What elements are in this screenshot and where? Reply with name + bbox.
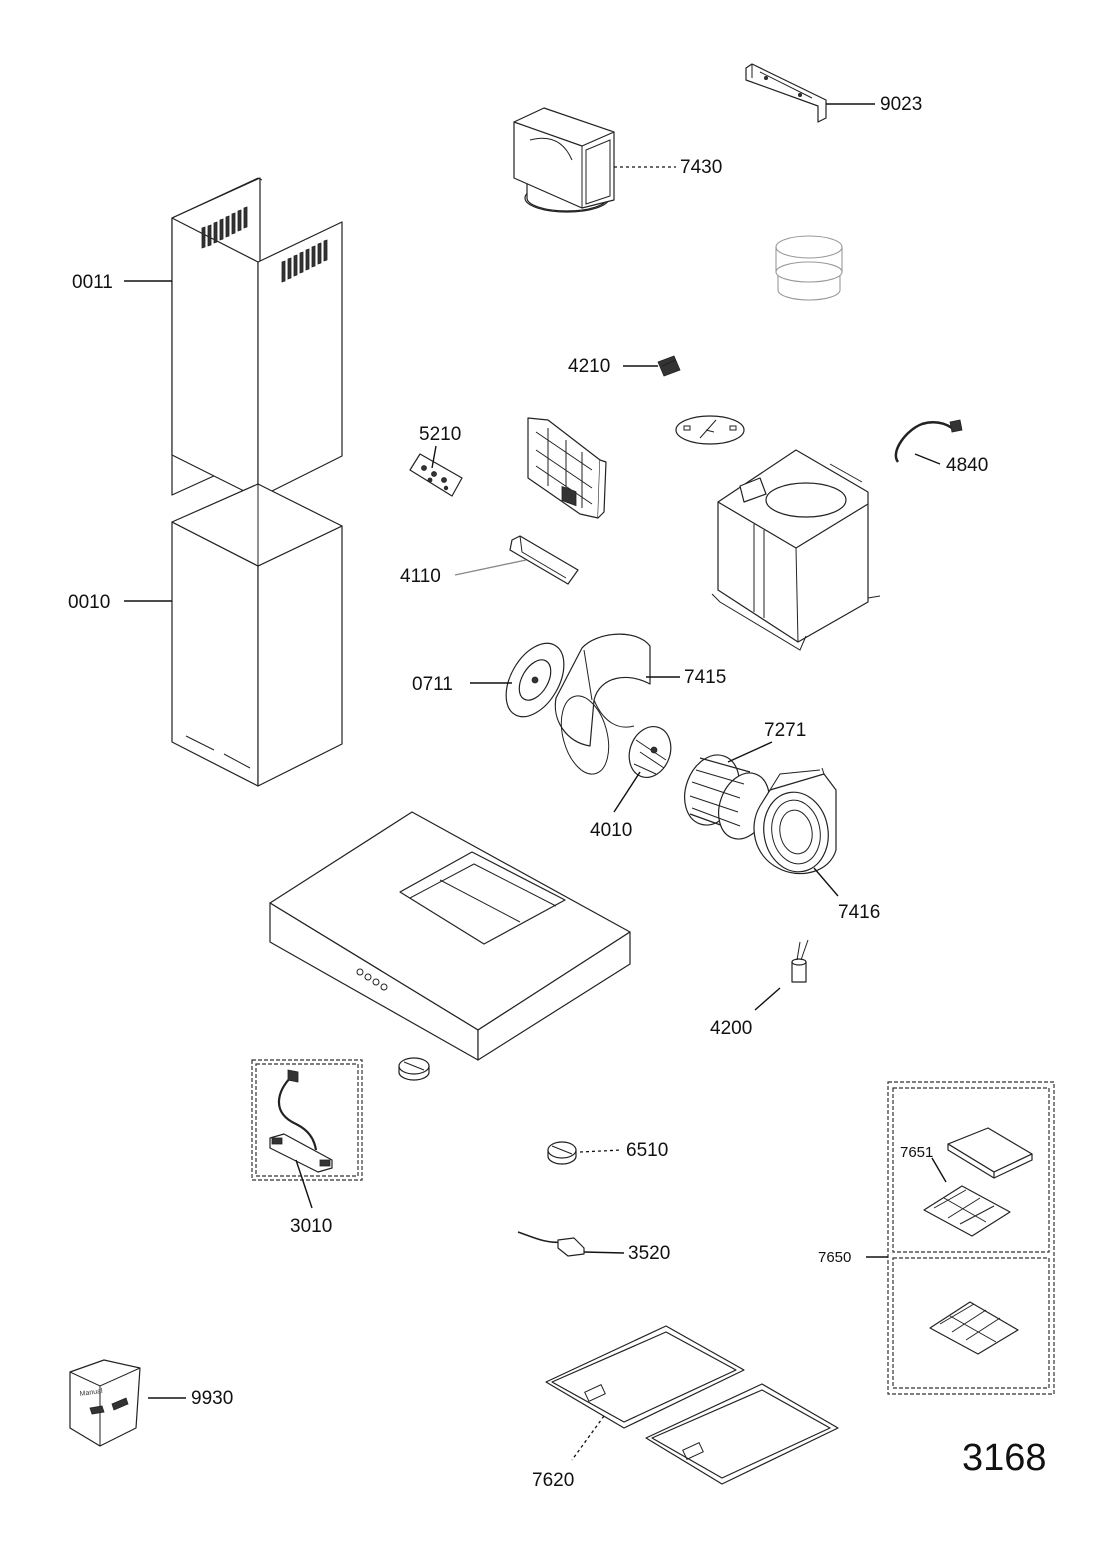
part-7271-impeller[interactable]	[675, 747, 778, 846]
part-7415-scroll-housing[interactable]	[553, 633, 651, 779]
label-7416: 7416	[838, 902, 880, 923]
leader-7416	[813, 867, 839, 897]
label-7651: 7651	[900, 1144, 933, 1161]
leader-6510	[579, 1149, 623, 1153]
label-9023: 9023	[880, 94, 922, 115]
leader-5210	[431, 445, 437, 469]
leader-7620	[571, 1415, 605, 1461]
part-4840-cable[interactable]	[894, 419, 963, 463]
leader-3520	[583, 1251, 625, 1254]
part-4200-capacitor[interactable]	[791, 939, 809, 983]
label-7650: 7650	[818, 1249, 851, 1266]
leader-4840	[914, 453, 941, 465]
part-7416-fan-housing[interactable]	[753, 767, 837, 877]
part-7650-charcoal-filter-set[interactable]	[887, 1081, 1055, 1395]
label-3520: 3520	[628, 1243, 670, 1264]
label-7415: 7415	[684, 667, 726, 688]
label-4840: 4840	[946, 455, 988, 476]
part-7620-grease-filters[interactable]	[545, 1325, 839, 1485]
manual-bag-text: Manual	[79, 1388, 103, 1398]
part-4210-clip[interactable]	[657, 355, 681, 377]
label-0010: 0010	[68, 592, 110, 613]
part-3520-lamp[interactable]	[517, 1231, 585, 1257]
leader-3010	[295, 1159, 313, 1209]
leader-4200	[754, 987, 781, 1011]
part-4110-bracket[interactable]	[509, 535, 579, 585]
label-7430: 7430	[680, 157, 722, 178]
part-0010-lower-chimney[interactable]	[171, 483, 343, 787]
part-3010-switch-assembly[interactable]	[251, 1059, 363, 1181]
part-9023-bracket[interactable]	[745, 63, 827, 123]
label-5210: 5210	[419, 424, 461, 445]
part-5210-pcb[interactable]	[409, 453, 463, 497]
part-6510-knob[interactable]	[547, 1141, 577, 1165]
leader-4010	[613, 771, 641, 813]
label-7620: 7620	[532, 1470, 574, 1491]
motor-mount-plate[interactable]	[675, 415, 745, 445]
label-4200: 4200	[710, 1018, 752, 1039]
label-9930: 9930	[191, 1388, 233, 1409]
label-4110: 4110	[400, 566, 441, 587]
figure-number: 3168	[962, 1437, 1047, 1479]
part-4010-motor[interactable]	[622, 721, 677, 784]
upper-chimney-vents-right	[281, 239, 328, 283]
part-0011-upper-chimney[interactable]	[171, 177, 343, 499]
motor-housing[interactable]	[711, 449, 881, 651]
label-6510: 6510	[626, 1140, 668, 1161]
label-7271: 7271	[764, 720, 806, 741]
grease-filter-frame[interactable]	[527, 417, 607, 519]
label-3010: 3010	[290, 1216, 332, 1237]
label-4010: 4010	[590, 820, 632, 841]
part-9930-accessory-bag[interactable]: Manual	[69, 1359, 141, 1447]
part-0711-inlet-cone[interactable]	[494, 633, 576, 726]
control-knob[interactable]	[398, 1057, 430, 1081]
round-duct-spigot[interactable]	[775, 235, 843, 301]
upper-chimney-vents-left	[201, 206, 248, 249]
hood-canopy-body[interactable]	[269, 811, 631, 1061]
leader-4110	[454, 559, 527, 576]
leader-7651	[931, 1157, 947, 1183]
label-0011: 0011	[72, 272, 113, 293]
label-0711: 0711	[412, 674, 453, 695]
label-4210: 4210	[568, 356, 610, 377]
leader-7271	[727, 741, 773, 763]
part-7430-adaptor[interactable]	[513, 107, 615, 213]
